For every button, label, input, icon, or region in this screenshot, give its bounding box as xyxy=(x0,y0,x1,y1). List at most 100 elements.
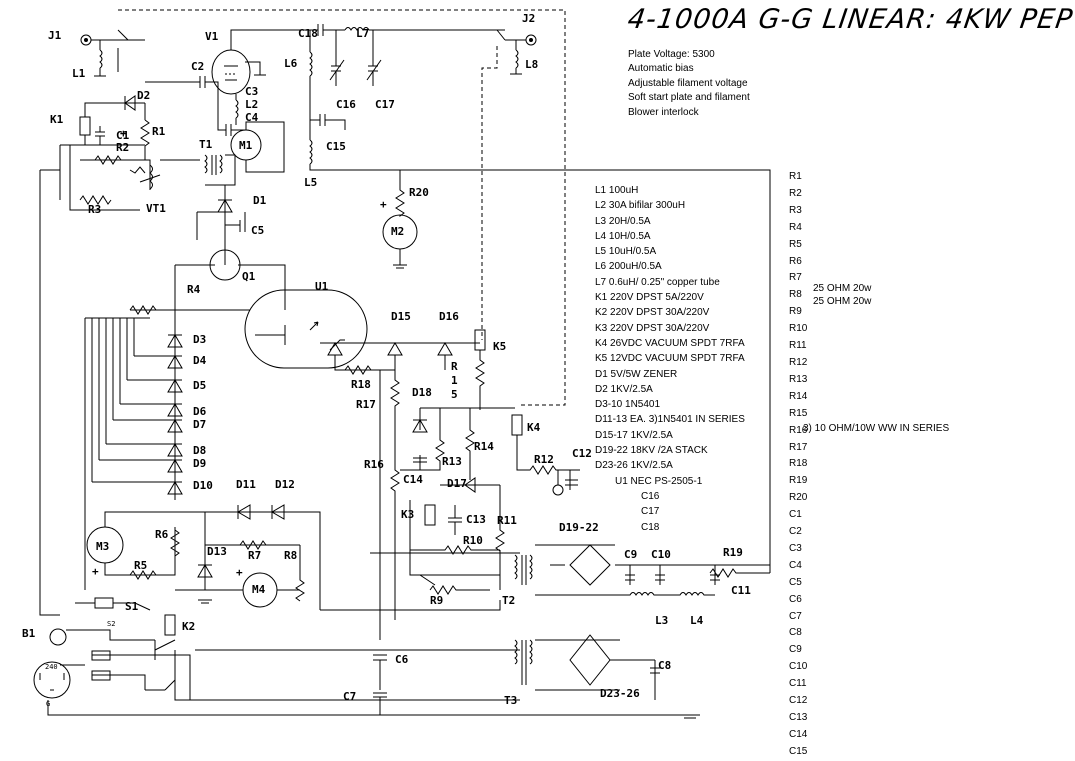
ref-designator: R17 xyxy=(789,441,808,453)
polarity-plus: + xyxy=(236,566,243,579)
note-bias: Automatic bias xyxy=(628,63,694,75)
ref-designator: C8 xyxy=(789,627,802,639)
label-d17: D17 xyxy=(447,477,467,490)
label-r19: R19 xyxy=(723,546,743,559)
r10-note: 25 OHM 20w xyxy=(813,296,872,307)
label-c2: C2 xyxy=(191,60,205,73)
label-q1: Q1 xyxy=(242,270,256,283)
part-item: K1 220V DPST 5A/220V xyxy=(595,292,704,304)
ref-designator: R18 xyxy=(789,458,808,470)
label-k3: K3 xyxy=(401,508,415,521)
label-d1: D1 xyxy=(253,194,267,207)
label-ground-pin: G xyxy=(46,700,51,708)
l5-coil xyxy=(309,139,313,165)
j2-connector xyxy=(525,34,537,46)
label-c17: C17 xyxy=(375,98,395,111)
label-r3: R3 xyxy=(88,203,102,216)
part-item: L2 30A bifilar 300uH xyxy=(595,200,686,212)
part-item: D23-26 1KV/2.5A xyxy=(595,460,673,472)
part-item: D2 1KV/2.5A xyxy=(595,383,653,395)
label-k5: K5 xyxy=(493,340,507,353)
ref-designator: R8 xyxy=(789,289,802,301)
label-r17: R17 xyxy=(356,398,376,411)
label-s1: S1 xyxy=(125,600,139,613)
t3-transformer xyxy=(514,639,533,685)
label-r13: R13 xyxy=(442,455,462,468)
note-filament: Adjustable filament voltage xyxy=(628,77,748,89)
cap-item: C18 xyxy=(641,521,660,533)
l7-coil xyxy=(344,27,370,31)
ref-designator: R10 xyxy=(789,323,808,335)
label-l2: L2 xyxy=(245,98,259,111)
label-r4: R4 xyxy=(187,283,201,296)
label-m3: M3 xyxy=(96,540,110,553)
part-item: L4 10H/0.5A xyxy=(595,230,651,242)
part-item: D15-17 1KV/2.5A xyxy=(595,429,673,441)
label-d9: D9 xyxy=(193,457,207,470)
u1-note: U1 NEC PS-2505-1 xyxy=(615,475,703,487)
label-c3: C3 xyxy=(245,85,259,98)
label-l1: L1 xyxy=(72,67,86,80)
label-r9: R9 xyxy=(430,594,444,607)
part-item: L6 200uH/0.5A xyxy=(595,261,662,273)
hv-bridge-d19-22 xyxy=(569,544,611,586)
r1-resistor xyxy=(140,119,150,147)
note-soft-start: Soft start plate and filament xyxy=(628,92,750,104)
parts-list: L1 100uH L2 30A bifilar 300uH L3 20H/0.5… xyxy=(595,183,745,535)
label-c14: C14 xyxy=(403,473,423,486)
label-c7: C7 xyxy=(343,690,357,703)
label-t3: T3 xyxy=(504,694,518,707)
ref-designator: R2 xyxy=(789,187,802,199)
label-j2: J2 xyxy=(522,12,536,25)
label-l6: L6 xyxy=(284,57,298,70)
label-r7: R7 xyxy=(248,549,262,562)
ref-designator: C3 xyxy=(789,542,802,554)
k3-relay xyxy=(424,504,436,526)
label-t1: T1 xyxy=(199,138,213,151)
label-c15: C15 xyxy=(326,140,346,153)
label-c13: C13 xyxy=(466,513,486,526)
label-d18: D18 xyxy=(412,386,432,399)
cap-item: C16 xyxy=(641,490,660,502)
ref-designator: C1 xyxy=(789,509,802,521)
ref-designator: R12 xyxy=(789,356,808,368)
label-r15: R 1 5 xyxy=(451,360,458,401)
label-r20: R20 xyxy=(409,186,429,199)
label-d10: D10 xyxy=(193,479,213,492)
label-r2: R2 xyxy=(116,141,130,154)
design-notes: Plate Voltage: 5300 Automatic bias Adjus… xyxy=(628,48,750,120)
b1-blower xyxy=(49,628,67,646)
label-s2: S2 xyxy=(107,620,116,628)
t1-transformer xyxy=(204,154,223,175)
c13-cap xyxy=(448,505,462,535)
label-m4: M4 xyxy=(252,583,266,596)
polarity-plus: + xyxy=(380,198,387,211)
part-item: L3 20H/0.5A xyxy=(595,215,651,227)
label-d3: D3 xyxy=(193,333,207,346)
label-d5: D5 xyxy=(193,379,207,392)
ref-designator: R6 xyxy=(789,255,802,267)
r9-note: 25 OHM 20w xyxy=(813,283,872,294)
ref-designator: C5 xyxy=(789,576,802,588)
label-d13: D13 xyxy=(207,545,227,558)
ref-designator: R5 xyxy=(789,238,802,250)
ref-designator: R16 xyxy=(789,424,808,436)
part-item: D1 5V/5W ZENER xyxy=(595,368,678,380)
label-b1: B1 xyxy=(22,627,36,640)
bridge-d23-26 xyxy=(569,634,611,686)
ref-designator: R4 xyxy=(789,221,802,233)
schematic-diagram xyxy=(33,9,771,719)
label-r10: R10 xyxy=(463,534,483,547)
ref-designator: C7 xyxy=(789,610,802,622)
l6-coil xyxy=(309,51,313,77)
ref-designator: R15 xyxy=(789,407,808,419)
ref-designator: C15 xyxy=(789,745,808,757)
u1-optocoupler xyxy=(244,289,368,369)
label-r1: R1 xyxy=(152,125,166,138)
label-d7: D7 xyxy=(193,418,207,431)
label-r14: R14 xyxy=(474,440,494,453)
d15-diode xyxy=(387,342,403,356)
cap-item: C17 xyxy=(641,506,660,518)
ref-designator: R9 xyxy=(789,306,802,318)
